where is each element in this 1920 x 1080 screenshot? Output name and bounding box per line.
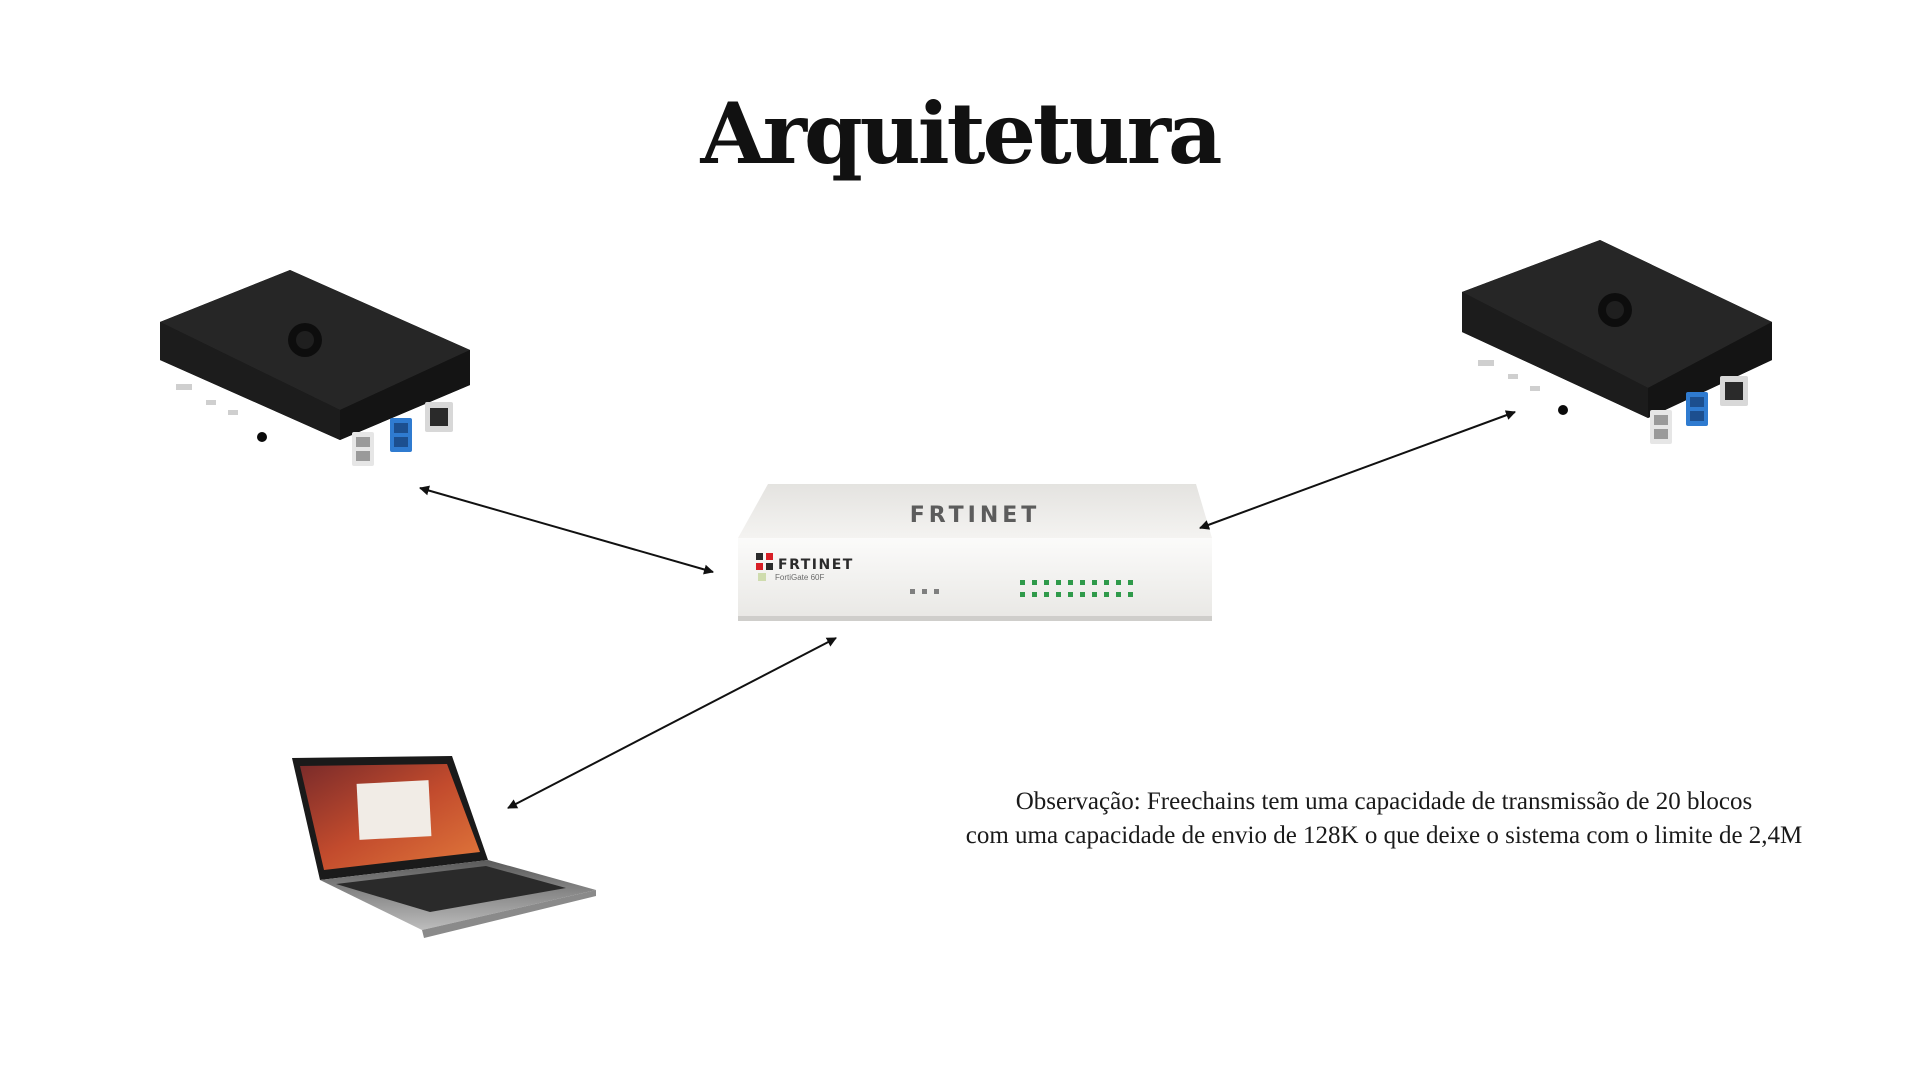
raspberry-pi-left <box>160 270 470 466</box>
firewall-icon <box>756 553 773 570</box>
observation-note: Observação: Freechains tem uma capacidad… <box>770 785 1920 853</box>
laptop-icon <box>292 756 596 938</box>
slide-title: Arquitetura <box>700 84 1223 183</box>
port-leds <box>1020 580 1133 597</box>
arrow-firewall-right-pi <box>1199 410 1516 530</box>
laptop <box>292 756 596 938</box>
firewall-brand: FRTINET <box>778 557 854 573</box>
arrow-left-pi-firewall <box>419 485 714 575</box>
observation-line-1: Observação: Freechains tem uma capacidad… <box>1015 788 1753 815</box>
firewall-model: FortiGate 60F <box>775 573 824 582</box>
raspberry-pi-right <box>1462 240 1772 444</box>
firewall-fortigate: FRTINET FRTINET FortiGate 60F <box>738 484 1212 621</box>
raspberry-pi-icon <box>288 323 322 357</box>
observation-line-2: com uma capacidade de envio de 128K o qu… <box>965 822 1803 849</box>
raspberry-pi-icon <box>1598 293 1632 327</box>
arrow-laptop-firewall <box>507 637 837 809</box>
firewall-top-brand: FRTINET <box>910 503 1041 528</box>
